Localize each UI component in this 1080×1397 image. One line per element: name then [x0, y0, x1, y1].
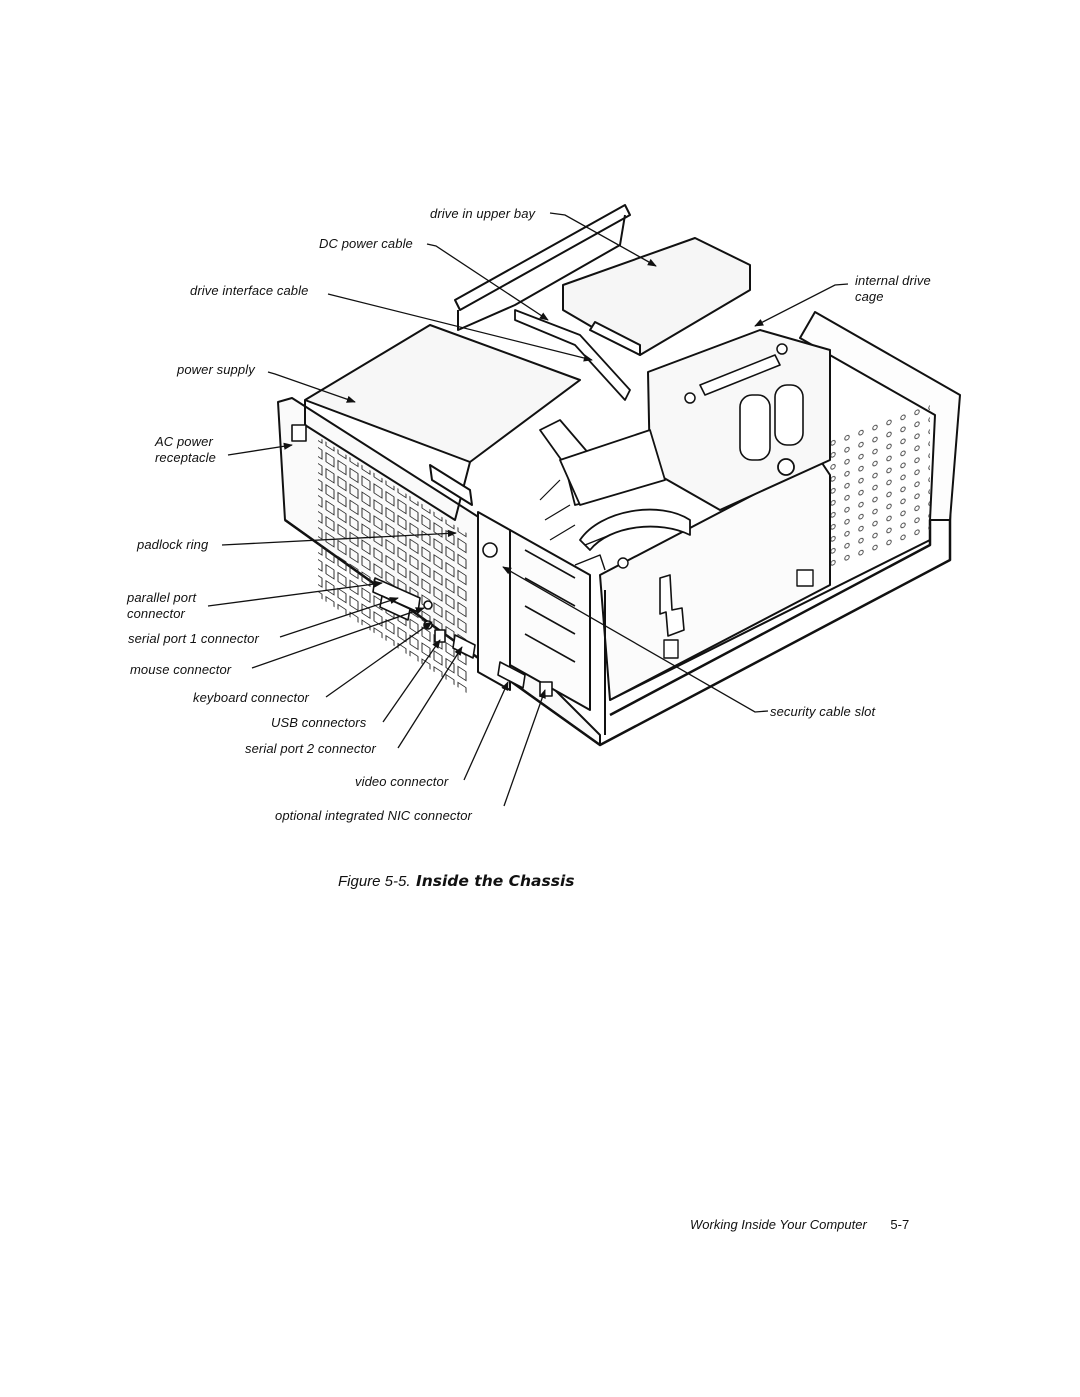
callout-drive-in-upper-bay: drive in upper bay — [430, 206, 536, 221]
callout-serial-port-1-connector: serial port 1 connector — [128, 631, 259, 646]
leader-serial-port-2 — [397, 646, 463, 749]
leader-keyboard-connector — [325, 621, 433, 698]
callout-usb-connectors: USB connectors — [271, 715, 367, 730]
figure-caption: Figure 5-5. Inside the Chassis — [338, 872, 575, 890]
page-footer: Working Inside Your Computer 5-7 — [690, 1217, 909, 1232]
expansion-slots-drawing — [477, 511, 629, 711]
leader-lines — [207, 212, 849, 807]
leader-security-cable-slot — [502, 566, 769, 713]
leader-serial-port-1 — [279, 597, 399, 638]
callout-serial-port-2-connector: serial port 2 connector — [245, 741, 376, 756]
leader-power-supply — [267, 371, 356, 403]
callout-dc-power-cable: DC power cable — [319, 236, 413, 251]
callout-keyboard-connector: keyboard connector — [193, 690, 309, 705]
leader-ac-power — [227, 442, 293, 456]
page-number: 5-7 — [890, 1217, 910, 1232]
figure-title: Inside the Chassis — [415, 872, 575, 890]
leader-drive-interface-cable — [327, 293, 593, 362]
callout-ac-power-receptacle: AC power receptacle — [155, 434, 216, 465]
figure-number: Figure 5-5. — [338, 873, 411, 890]
cables-drawing — [514, 309, 691, 551]
callout-drive-interface-cable: drive interface cable — [190, 283, 309, 298]
footer-section-title: Working Inside Your Computer — [690, 1217, 867, 1232]
leader-nic-connector — [503, 689, 546, 807]
drive-bays-drawing — [562, 237, 831, 511]
callout-padlock-ring: padlock ring — [137, 537, 209, 552]
callout-video-connector: video connector — [355, 774, 449, 789]
leader-drive-in-upper-bay — [549, 212, 657, 267]
callout-mouse-connector: mouse connector — [130, 662, 232, 677]
leader-usb-connectors — [382, 639, 441, 723]
leader-dc-power-cable — [426, 243, 549, 321]
leader-parallel-port — [207, 580, 383, 607]
callout-nic-connector: optional integrated NIC connector — [275, 808, 472, 823]
leader-internal-drive-cage — [754, 283, 849, 327]
callout-power-supply: power supply — [177, 362, 255, 377]
callout-internal-drive-cage: internal drive cage — [855, 273, 931, 304]
leader-video-connector — [463, 681, 509, 781]
leader-mouse-connector — [251, 607, 425, 669]
callout-parallel-port-connector: parallel port connector — [127, 590, 197, 621]
leader-padlock-ring — [221, 529, 457, 546]
callout-security-cable-slot: security cable slot — [770, 704, 876, 719]
